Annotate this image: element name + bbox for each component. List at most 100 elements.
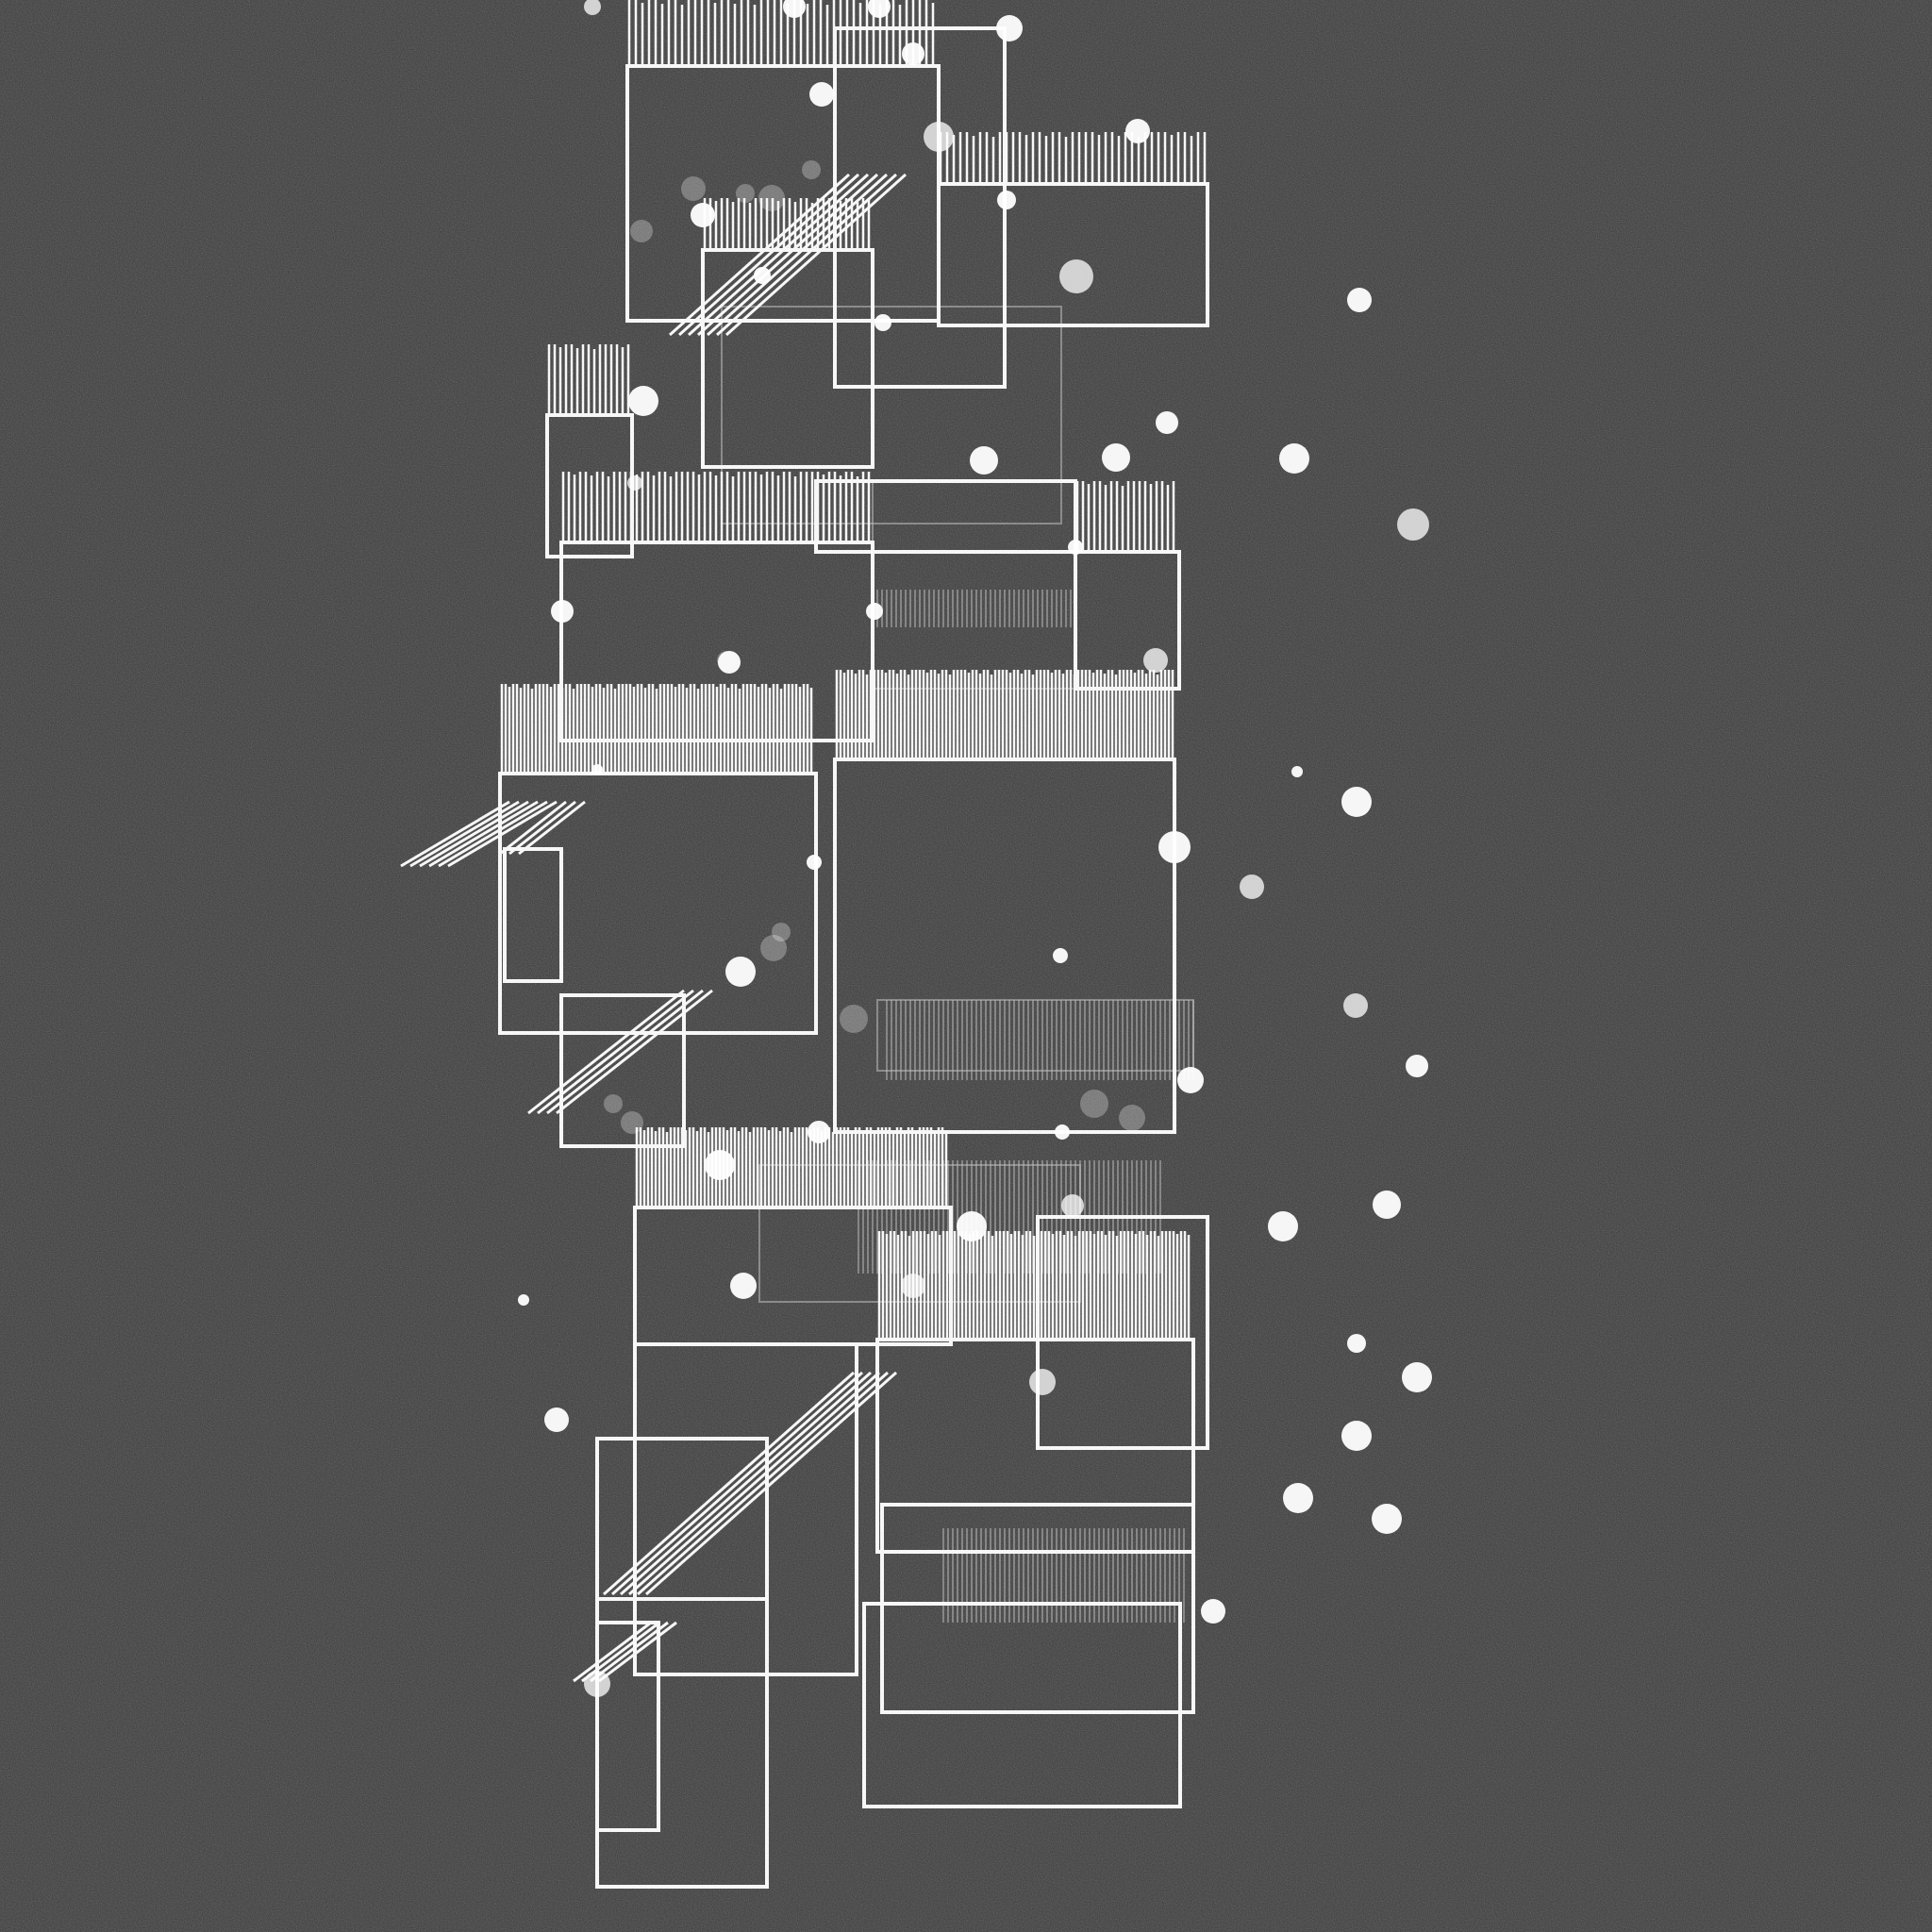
dot xyxy=(1347,1334,1366,1353)
diagonal-strokes-5 xyxy=(603,1371,897,1596)
diagonal-strokes-4 xyxy=(527,989,713,1115)
dot xyxy=(901,1274,925,1298)
faint-dot xyxy=(1080,1090,1108,1118)
block-24 xyxy=(862,1602,1182,1808)
faint-dot xyxy=(630,220,653,242)
diagonal-stroke xyxy=(645,1371,897,1596)
faint-dot xyxy=(840,1005,868,1033)
diagonal-hatch-strokes xyxy=(400,173,908,1683)
diagonal-stroke xyxy=(715,173,898,337)
faded-hatch-panel-3 xyxy=(942,1528,1185,1623)
scattered-dots xyxy=(518,0,1432,1697)
dot xyxy=(996,15,1023,42)
block-structures xyxy=(498,0,1209,1889)
faint-dot xyxy=(736,184,755,203)
dot xyxy=(957,1211,987,1241)
dot xyxy=(591,764,603,775)
dot xyxy=(1156,411,1178,434)
diagonal-strokes-3 xyxy=(499,800,586,856)
dot xyxy=(1158,831,1191,863)
diagonal-stroke xyxy=(696,173,879,337)
dot xyxy=(997,191,1016,209)
block-3 xyxy=(937,132,1209,327)
faint-dot xyxy=(681,176,706,201)
block-6 xyxy=(545,344,634,558)
dot xyxy=(1406,1055,1428,1077)
diagonal-stroke xyxy=(628,1371,880,1596)
block-frame xyxy=(880,1503,1195,1714)
diagonal-stroke xyxy=(677,173,860,337)
block-7 xyxy=(814,479,1077,554)
dot xyxy=(1068,540,1083,555)
diagonal-stroke xyxy=(527,989,685,1115)
dot xyxy=(1372,1504,1402,1534)
block-8 xyxy=(559,472,874,742)
faded-hatch-panel-4 xyxy=(872,590,1072,627)
diagonal-stroke xyxy=(603,1371,855,1596)
dot xyxy=(705,1150,735,1180)
dot xyxy=(1341,1421,1372,1451)
diagonal-stroke xyxy=(438,800,548,868)
diagonal-stroke xyxy=(687,173,870,337)
faint-dot xyxy=(1119,1105,1145,1131)
diagonal-strokes-2 xyxy=(400,800,558,868)
faint-dot xyxy=(717,651,736,670)
diagonal-stroke xyxy=(447,800,558,868)
block-12 xyxy=(503,847,563,983)
faint-dot xyxy=(772,923,791,941)
dot xyxy=(1177,1067,1204,1093)
dot xyxy=(1343,993,1368,1018)
dot xyxy=(924,122,954,152)
comb-teeth xyxy=(561,472,871,542)
dot xyxy=(1268,1211,1298,1241)
dot xyxy=(754,267,771,284)
dot xyxy=(584,0,601,15)
diagonal-stroke xyxy=(499,800,567,856)
diagonal-stroke xyxy=(668,173,851,337)
diagonal-stroke xyxy=(400,800,510,868)
dot xyxy=(730,1273,757,1299)
dot xyxy=(807,855,822,870)
comb-teeth xyxy=(939,132,1207,184)
block-frame xyxy=(862,1602,1182,1808)
dot xyxy=(1347,288,1372,312)
dot xyxy=(808,1121,830,1143)
dot xyxy=(1341,787,1372,817)
dot xyxy=(1055,1124,1070,1140)
diagonal-stroke xyxy=(706,173,889,337)
diagonal-stroke xyxy=(598,1621,677,1683)
dot xyxy=(866,603,883,620)
comb-teeth xyxy=(1075,481,1175,552)
diagonal-stroke xyxy=(724,173,908,337)
comb-teeth xyxy=(635,1127,948,1208)
dot xyxy=(718,651,741,674)
dot xyxy=(868,0,891,18)
block-20 xyxy=(880,1503,1195,1714)
dot xyxy=(874,314,891,331)
dot xyxy=(1402,1362,1432,1392)
diagonal-stroke xyxy=(573,1621,652,1683)
block-15 xyxy=(559,993,686,1148)
block-19 xyxy=(875,1231,1195,1554)
diagonal-stroke xyxy=(508,800,576,856)
block-25 xyxy=(595,1621,660,1832)
block-5 xyxy=(721,306,1062,525)
dot xyxy=(1029,1369,1056,1395)
dot xyxy=(1061,1194,1084,1217)
dot xyxy=(809,82,834,107)
dot xyxy=(628,386,658,416)
dot xyxy=(1373,1191,1401,1219)
dot xyxy=(783,0,806,18)
dot xyxy=(1240,874,1264,899)
diagonal-stroke xyxy=(419,800,529,868)
diagonal-stroke xyxy=(637,1371,889,1596)
dot xyxy=(1125,119,1150,143)
faint-dot xyxy=(758,185,785,211)
block-frame xyxy=(633,1342,858,1676)
dot xyxy=(1102,443,1130,472)
block-frame xyxy=(833,758,1176,1134)
dot xyxy=(970,446,998,475)
dot xyxy=(1279,443,1309,474)
block-frame xyxy=(875,1338,1195,1554)
